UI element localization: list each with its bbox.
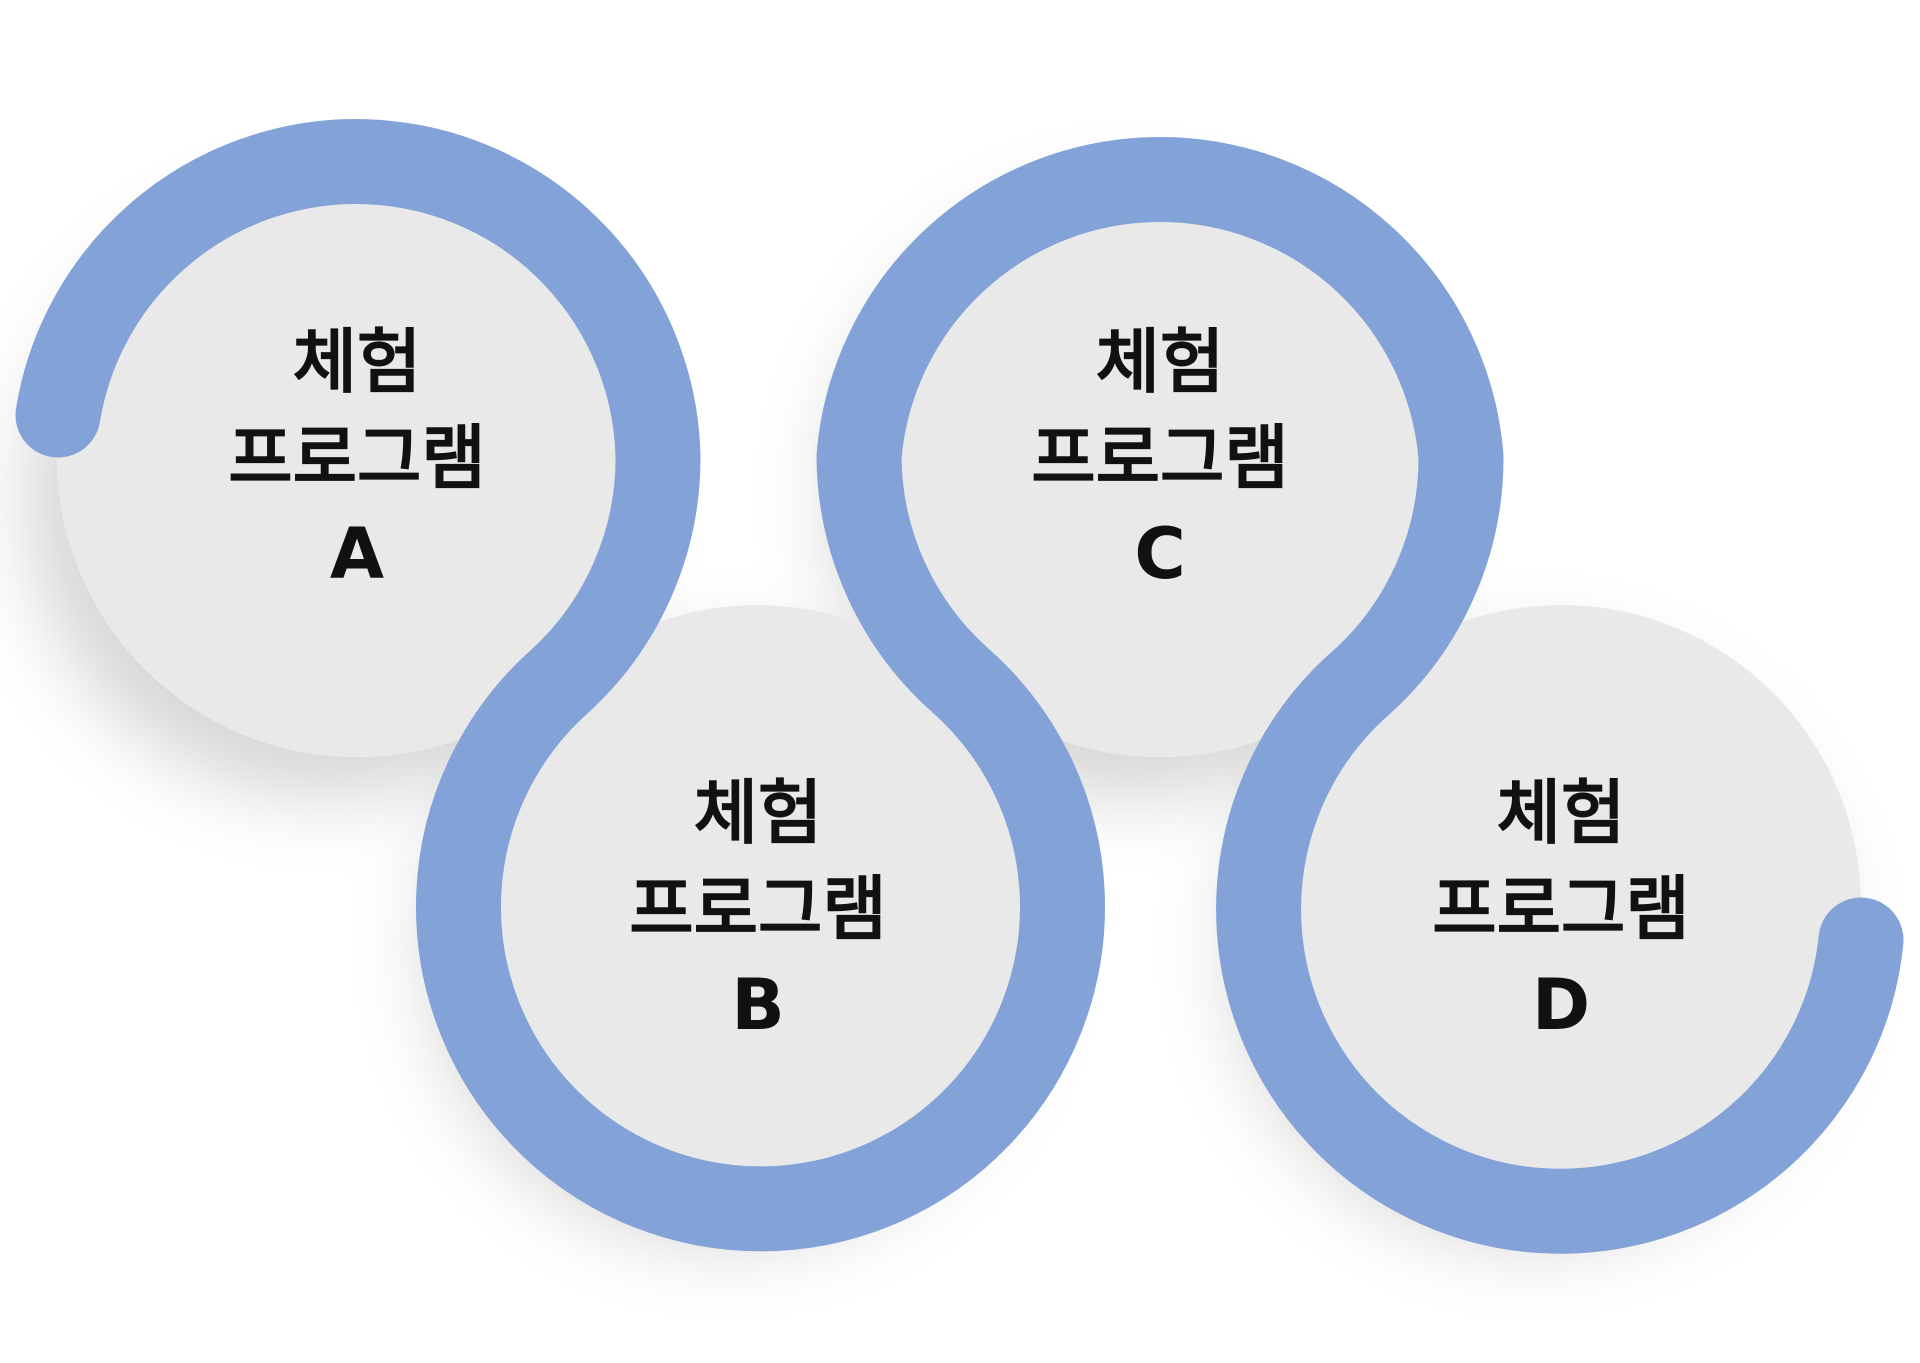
node-label-b: 체험 프로그램 B [548, 765, 968, 1053]
node-c-line1: 체험 [1095, 321, 1225, 403]
node-disc-b [458, 605, 1058, 1205]
node-disc-c [860, 157, 1460, 757]
node-a-line1: 체험 [292, 321, 422, 403]
node-d-letter: D [1531, 964, 1591, 1046]
node-b-line2: 프로그램 [629, 868, 887, 950]
node-b-line1: 체험 [693, 772, 823, 854]
node-c-letter: C [1134, 513, 1186, 595]
node-disc-d [1261, 605, 1861, 1205]
node-label-a: 체험 프로그램 A [147, 314, 567, 602]
node-d-line1: 체험 [1496, 772, 1626, 854]
node-c-line2: 프로그램 [1031, 417, 1289, 499]
node-d-line2: 프로그램 [1432, 868, 1690, 950]
node-b-letter: B [731, 964, 785, 1046]
node-a-line2: 프로그램 [228, 417, 486, 499]
node-a-letter: A [329, 513, 385, 595]
node-label-c: 체험 프로그램 C [950, 314, 1370, 602]
connector-ring [15, 119, 1904, 1254]
node-discs [57, 157, 1861, 1205]
node-label-d: 체험 프로그램 D [1351, 765, 1771, 1053]
node-disc-a [57, 157, 657, 757]
